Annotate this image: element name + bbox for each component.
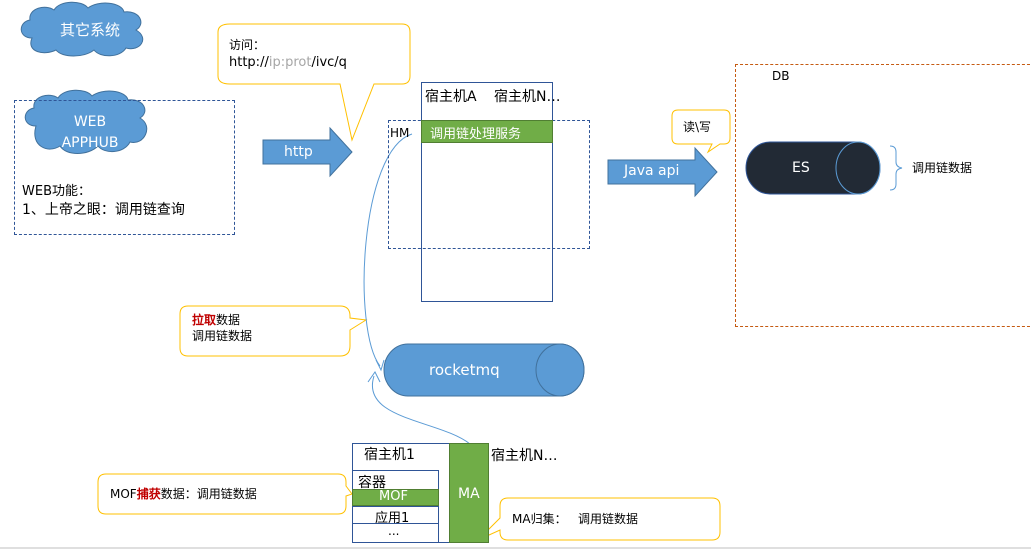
mof-bold: 捕获 bbox=[136, 487, 161, 501]
container-label: 容器 bbox=[358, 475, 386, 491]
connector-arrowhead bbox=[375, 359, 385, 372]
es-cylinder bbox=[745, 141, 881, 195]
access-callout-url: http://ip:prot/ivc/q bbox=[229, 55, 347, 71]
http-label: http bbox=[284, 144, 313, 160]
ma-connector bbox=[371, 375, 471, 445]
url-ip: ip bbox=[268, 55, 281, 70]
url-suffix: /ivc/q bbox=[311, 55, 347, 70]
ellipsis-label: ... bbox=[388, 524, 400, 538]
ma-callout-text: MA归集： 调用链数据 bbox=[512, 512, 639, 526]
host-a-label: 宿主机A bbox=[425, 89, 477, 105]
connector-arrowhead bbox=[367, 371, 381, 383]
cloud-shape bbox=[20, 1, 144, 57]
app1-row bbox=[352, 506, 439, 524]
host-1-label: 宿主机1 bbox=[364, 447, 415, 463]
ma-label: MA bbox=[458, 486, 480, 502]
hm-label: HM bbox=[390, 126, 410, 140]
rocketmq-label: rocketmq bbox=[429, 361, 500, 379]
rocketmq-cylinder bbox=[383, 343, 585, 397]
mof-label: MOF bbox=[379, 489, 408, 504]
web-box bbox=[14, 100, 235, 235]
es-data-label: 调用链数据 bbox=[912, 161, 973, 175]
url-prefix: http:// bbox=[229, 55, 269, 70]
es-label: ES bbox=[792, 160, 810, 176]
cloud-shape bbox=[24, 89, 148, 154]
java-api-arrow bbox=[607, 146, 718, 198]
pull-callout-line1: 拉取数据 bbox=[192, 312, 240, 328]
service-bar bbox=[421, 120, 553, 143]
mof-callout-text: MOF捕获数据：调用链数据 bbox=[110, 486, 257, 502]
url-sep: : bbox=[280, 55, 286, 70]
host-n-bottom-label: 宿主机N… bbox=[491, 448, 558, 464]
es-brace bbox=[889, 145, 903, 191]
pull-rest: 数据 bbox=[216, 313, 241, 327]
db-label: DB bbox=[772, 69, 790, 83]
mof-callout-shape bbox=[97, 473, 353, 515]
pull-bold: 拉取 bbox=[192, 313, 217, 327]
web-func-title: WEB功能： bbox=[22, 184, 91, 199]
host-n-top-label: 宿主机N… bbox=[494, 89, 561, 105]
rw-callout-shape bbox=[671, 109, 731, 154]
service-label: 调用链处理服务 bbox=[430, 127, 522, 142]
java-api-label: Java api bbox=[624, 163, 680, 179]
pull-callout-shape bbox=[179, 305, 368, 357]
db-box bbox=[735, 64, 1031, 327]
web-cloud-label-2: APPHUB bbox=[61, 135, 119, 151]
pull-callout-line2: 调用链数据 bbox=[192, 329, 253, 343]
access-callout-line1: 访问： bbox=[229, 38, 266, 52]
app1-label: 应用1 bbox=[375, 511, 410, 526]
access-callout-shape bbox=[217, 23, 411, 142]
other-systems-label: 其它系统 bbox=[59, 21, 120, 39]
mof-prefix: MOF bbox=[110, 487, 137, 501]
ma-column bbox=[449, 443, 489, 543]
web-cloud-label-1: WEB bbox=[73, 114, 107, 130]
mof-bar bbox=[352, 489, 439, 506]
hm-connector bbox=[363, 133, 413, 367]
web-func-item: 1、上帝之眼：调用链查询 bbox=[22, 202, 185, 218]
rw-callout-text: 读\写 bbox=[683, 120, 712, 134]
mof-rest: 数据：调用链数据 bbox=[160, 487, 257, 501]
ma-callout-shape bbox=[477, 497, 721, 541]
http-arrow bbox=[262, 126, 353, 178]
host-a-box bbox=[421, 82, 553, 302]
url-prot: prot bbox=[285, 55, 312, 70]
